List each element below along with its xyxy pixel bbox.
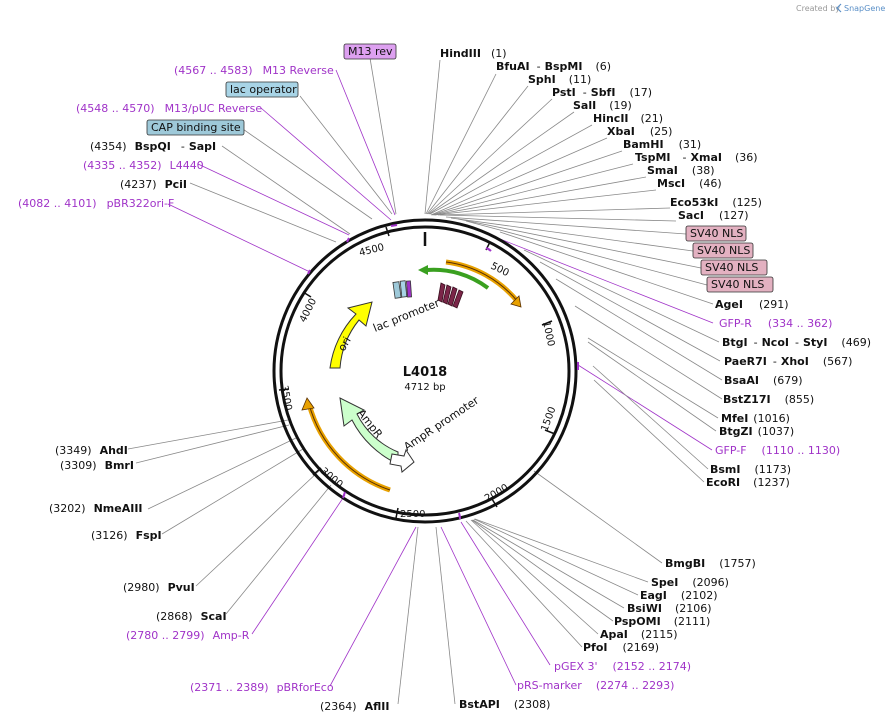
tick-label-3500: 3500	[278, 385, 293, 412]
tick-label-3000: 3000	[318, 466, 345, 491]
lac-operator-box: lac operator	[225, 81, 299, 98]
site-bamhi: BamHI(31)	[623, 138, 701, 151]
site-pcii: (4237)PciI	[120, 178, 187, 191]
primer-ticks	[307, 224, 579, 520]
credit-prefix: Created by	[796, 4, 840, 13]
backbone-circle	[272, 218, 578, 524]
site-bsaai: BsaAI(679)	[724, 374, 803, 387]
site-ecori: EcoRI(1237)	[706, 476, 790, 489]
site-bsiwi: BsiWI(2106)	[627, 602, 712, 615]
primer-amp-r: (2780 .. 2799)Amp-R	[126, 629, 250, 642]
lac-operator-label: lac operator	[230, 83, 297, 96]
site-bstz17i: BstZ17I(855)	[723, 393, 814, 406]
cap-site-label: CAP binding site	[151, 121, 241, 134]
site-hincii: HincII(21)	[593, 112, 663, 125]
ori-label: ori	[335, 335, 353, 354]
site-sphi: SphI(11)	[528, 73, 591, 86]
ampr-promoter-feature: AmpR promoter	[389, 394, 482, 473]
site-psti-sbfi: PstI-SbfI(17)	[552, 86, 652, 99]
primer-pgex3: pGEX 3'(2152 .. 2174)	[554, 660, 691, 673]
site-btgzi: BtgZI(1037)	[719, 425, 794, 438]
nls-label-3: SV40 NLS	[705, 261, 758, 274]
site-agei: AgeI(291)	[715, 298, 789, 311]
primer-prs-marker: pRS-marker(2274 .. 2293)	[517, 679, 674, 692]
site-spei: SpeI(2096)	[651, 576, 729, 589]
primer-gfp-f: GFP-F(1110 .. 1130)	[715, 444, 840, 457]
site-mfei: MfeI(1016)	[721, 412, 790, 425]
primer-m13-puc-reverse: (4548 .. 4570)M13/pUC Reverse	[76, 102, 262, 115]
cap-site-box: CAP binding site	[146, 119, 245, 136]
green-arrow-head	[418, 265, 428, 275]
site-bfuai-bspmi: BfuAI-BspMI(6)	[496, 60, 611, 73]
primer-pbr322ori-f: (4082 .. 4101)pBR322ori-F	[18, 197, 174, 210]
site-apai: ApaI(2115)	[600, 628, 677, 641]
m13rev-box: M13 rev	[343, 43, 397, 60]
site-eco53ki: Eco53kI(125)	[670, 196, 762, 209]
left-site-labels: (4567 .. 4583)M13 Reverse (4548 .. 4570)…	[18, 64, 389, 713]
site-hindiii: HindIII(1)	[440, 47, 507, 60]
site-bstapi: BstAPI(2308)	[459, 698, 550, 711]
site-scai: (2868)ScaI	[156, 610, 227, 623]
nls-label-1: SV40 NLS	[690, 227, 743, 240]
credit-brand: SnapGene	[844, 4, 885, 13]
right-site-labels: HindIII(1) BfuAI-BspMI(6) SphI(11) PstI-…	[440, 47, 871, 711]
ampr-feature: AmpR	[339, 397, 399, 465]
orange-feature-arcs	[301, 259, 522, 493]
site-pspomi: PspOMI(2111)	[614, 615, 710, 628]
tick-marks	[278, 226, 556, 519]
site-aflii: (2364)AflII	[320, 700, 389, 713]
site-tspmi-xmai: TspMI-XmaI(36)	[635, 151, 758, 164]
site-fspi: (3126)FspI	[91, 529, 162, 542]
lac-region-features	[392, 280, 412, 299]
site-saci: SacI(127)	[678, 209, 749, 222]
site-msci: MscI(46)	[657, 177, 722, 190]
site-bsmi: BsmI(1173)	[710, 463, 791, 476]
site-bspqi-sapi: (4354)BspQI-SapI	[90, 140, 216, 153]
nls-label-2: SV40 NLS	[697, 244, 750, 257]
site-bmgbi: BmgBI(1757)	[665, 557, 756, 570]
site-ahdi: (3349)AhdI	[55, 444, 128, 457]
primer-pbrforeco: (2371 .. 2389)pBRforEco	[190, 681, 334, 694]
primer-m13-reverse: (4567 .. 4583)M13 Reverse	[174, 64, 334, 77]
site-pvui: (2980)PvuI	[123, 581, 195, 594]
nls-markers	[437, 282, 464, 309]
orange-arrow-head-bottom	[301, 397, 315, 411]
m13rev-label: M13 rev	[348, 45, 393, 58]
site-xbai: XbaI(25)	[607, 125, 672, 138]
nls-boxes: SV40 NLS SV40 NLS SV40 NLS SV40 NLS	[685, 225, 774, 293]
primer-gfp-r: GFP-R(334 .. 362)	[719, 317, 832, 330]
plasmid-name: L4018	[403, 365, 447, 380]
orange-arrow-head-top	[510, 295, 522, 308]
tick-label-4000: 4000	[298, 297, 319, 325]
site-paer7i-xhoi: PaeR7I-XhoI(567)	[724, 355, 852, 368]
site-btgi-ncoi-styi: BtgI-NcoI-StyI(469)	[722, 336, 871, 349]
site-smai: SmaI(38)	[647, 164, 715, 177]
plasmid-size: 4712 bp	[404, 382, 445, 393]
primer-l4440: (4335 .. 4352)L4440	[83, 159, 204, 172]
site-pfoi: PfoI(2169)	[583, 641, 659, 654]
site-eagi: EagI(2102)	[640, 589, 717, 602]
tick-label-1000: 1000	[540, 320, 556, 347]
ori-feature: ori	[329, 301, 373, 369]
tick-label-2500: 2500	[400, 509, 425, 520]
site-sali: SalI(19)	[573, 99, 632, 112]
lac-promoter-label: lac promoter	[371, 296, 442, 335]
leader-lines	[127, 57, 723, 705]
site-bmri: (3309)BmrI	[60, 459, 134, 472]
snapgene-logo-icon	[836, 3, 842, 13]
nls-label-4: SV40 NLS	[711, 278, 764, 291]
site-nmeaiii: (3202)NmeAIII	[49, 502, 143, 515]
tick-label-4500: 4500	[358, 242, 385, 259]
ampr-promoter-label: AmpR promoter	[401, 394, 481, 454]
tick-label-2000: 2000	[483, 482, 511, 504]
green-feature-arc	[418, 265, 490, 290]
